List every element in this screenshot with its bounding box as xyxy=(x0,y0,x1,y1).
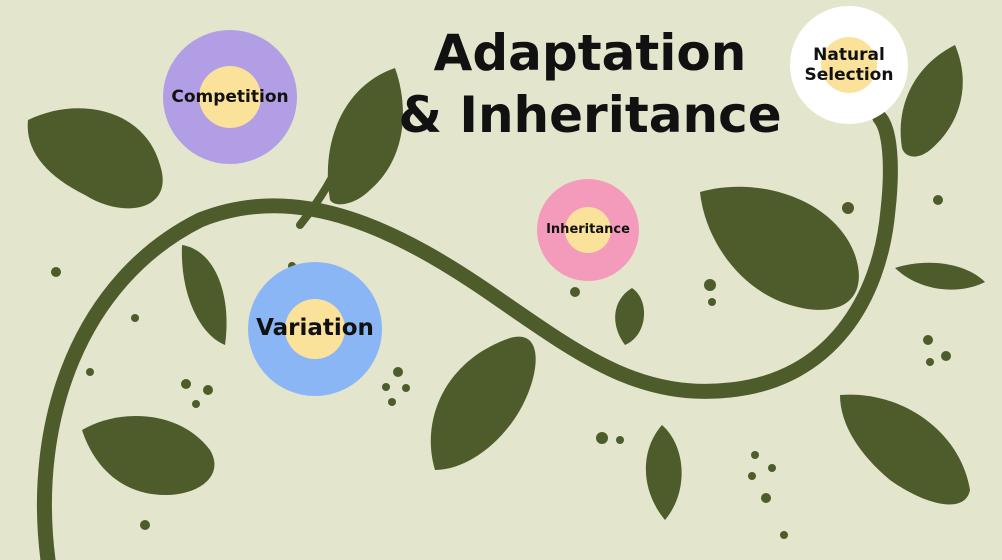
seed-dot xyxy=(704,279,716,291)
seed-dot xyxy=(382,383,390,391)
seed-dot xyxy=(181,379,191,389)
leaf xyxy=(895,262,985,290)
seed-dot xyxy=(761,493,771,503)
node-core xyxy=(199,66,261,128)
seed-dot xyxy=(933,195,943,205)
seed-dot xyxy=(203,385,213,395)
seed-dot xyxy=(616,436,624,444)
leaf xyxy=(615,288,645,345)
seed-dot xyxy=(842,202,854,214)
leaf xyxy=(430,336,536,470)
page-title-line-2: & Inheritance xyxy=(398,86,782,144)
node-variation[interactable]: Variation xyxy=(248,262,382,396)
seed-dot xyxy=(86,368,94,376)
node-core xyxy=(821,37,877,93)
leaf xyxy=(327,68,403,205)
seed-dot xyxy=(780,531,788,539)
node-label: Natural Selection xyxy=(805,45,894,86)
node-core xyxy=(565,207,611,253)
leaf xyxy=(181,245,227,345)
seed-dot xyxy=(708,298,716,306)
node-label: Competition xyxy=(171,86,289,107)
seed-dot xyxy=(926,358,934,366)
node-label-line-2: Selection xyxy=(804,65,894,85)
leaf xyxy=(645,425,682,520)
seed-dot xyxy=(923,335,933,345)
seed-dot xyxy=(51,267,61,277)
leaf xyxy=(700,186,859,310)
vine-stem xyxy=(36,110,898,560)
seed-dot xyxy=(131,314,139,322)
seed-dot xyxy=(570,287,580,297)
node-inheritance[interactable]: Inheritance xyxy=(537,179,639,281)
node-label-line-1: Natural xyxy=(813,44,885,65)
node-label: Inheritance xyxy=(546,222,630,238)
leaf xyxy=(900,45,963,157)
seed-dot xyxy=(393,367,403,377)
node-core xyxy=(285,299,345,359)
seed-dot xyxy=(596,432,608,444)
node-label: Variation xyxy=(256,315,374,342)
leaf xyxy=(82,416,215,495)
page-title-line-1: Adaptation xyxy=(433,24,747,82)
seed-dot xyxy=(402,384,410,392)
seed-dot xyxy=(192,400,200,408)
seed-dot xyxy=(941,351,951,361)
node-natural-selection[interactable]: Natural Selection xyxy=(790,6,908,124)
seed-dot xyxy=(748,472,756,480)
leaf xyxy=(27,108,163,209)
node-competition[interactable]: Competition xyxy=(163,30,297,164)
seed-dot xyxy=(751,451,759,459)
seed-dot xyxy=(388,398,396,406)
leaf xyxy=(840,394,970,505)
seed-dot xyxy=(768,464,776,472)
seed-dot xyxy=(140,520,150,530)
